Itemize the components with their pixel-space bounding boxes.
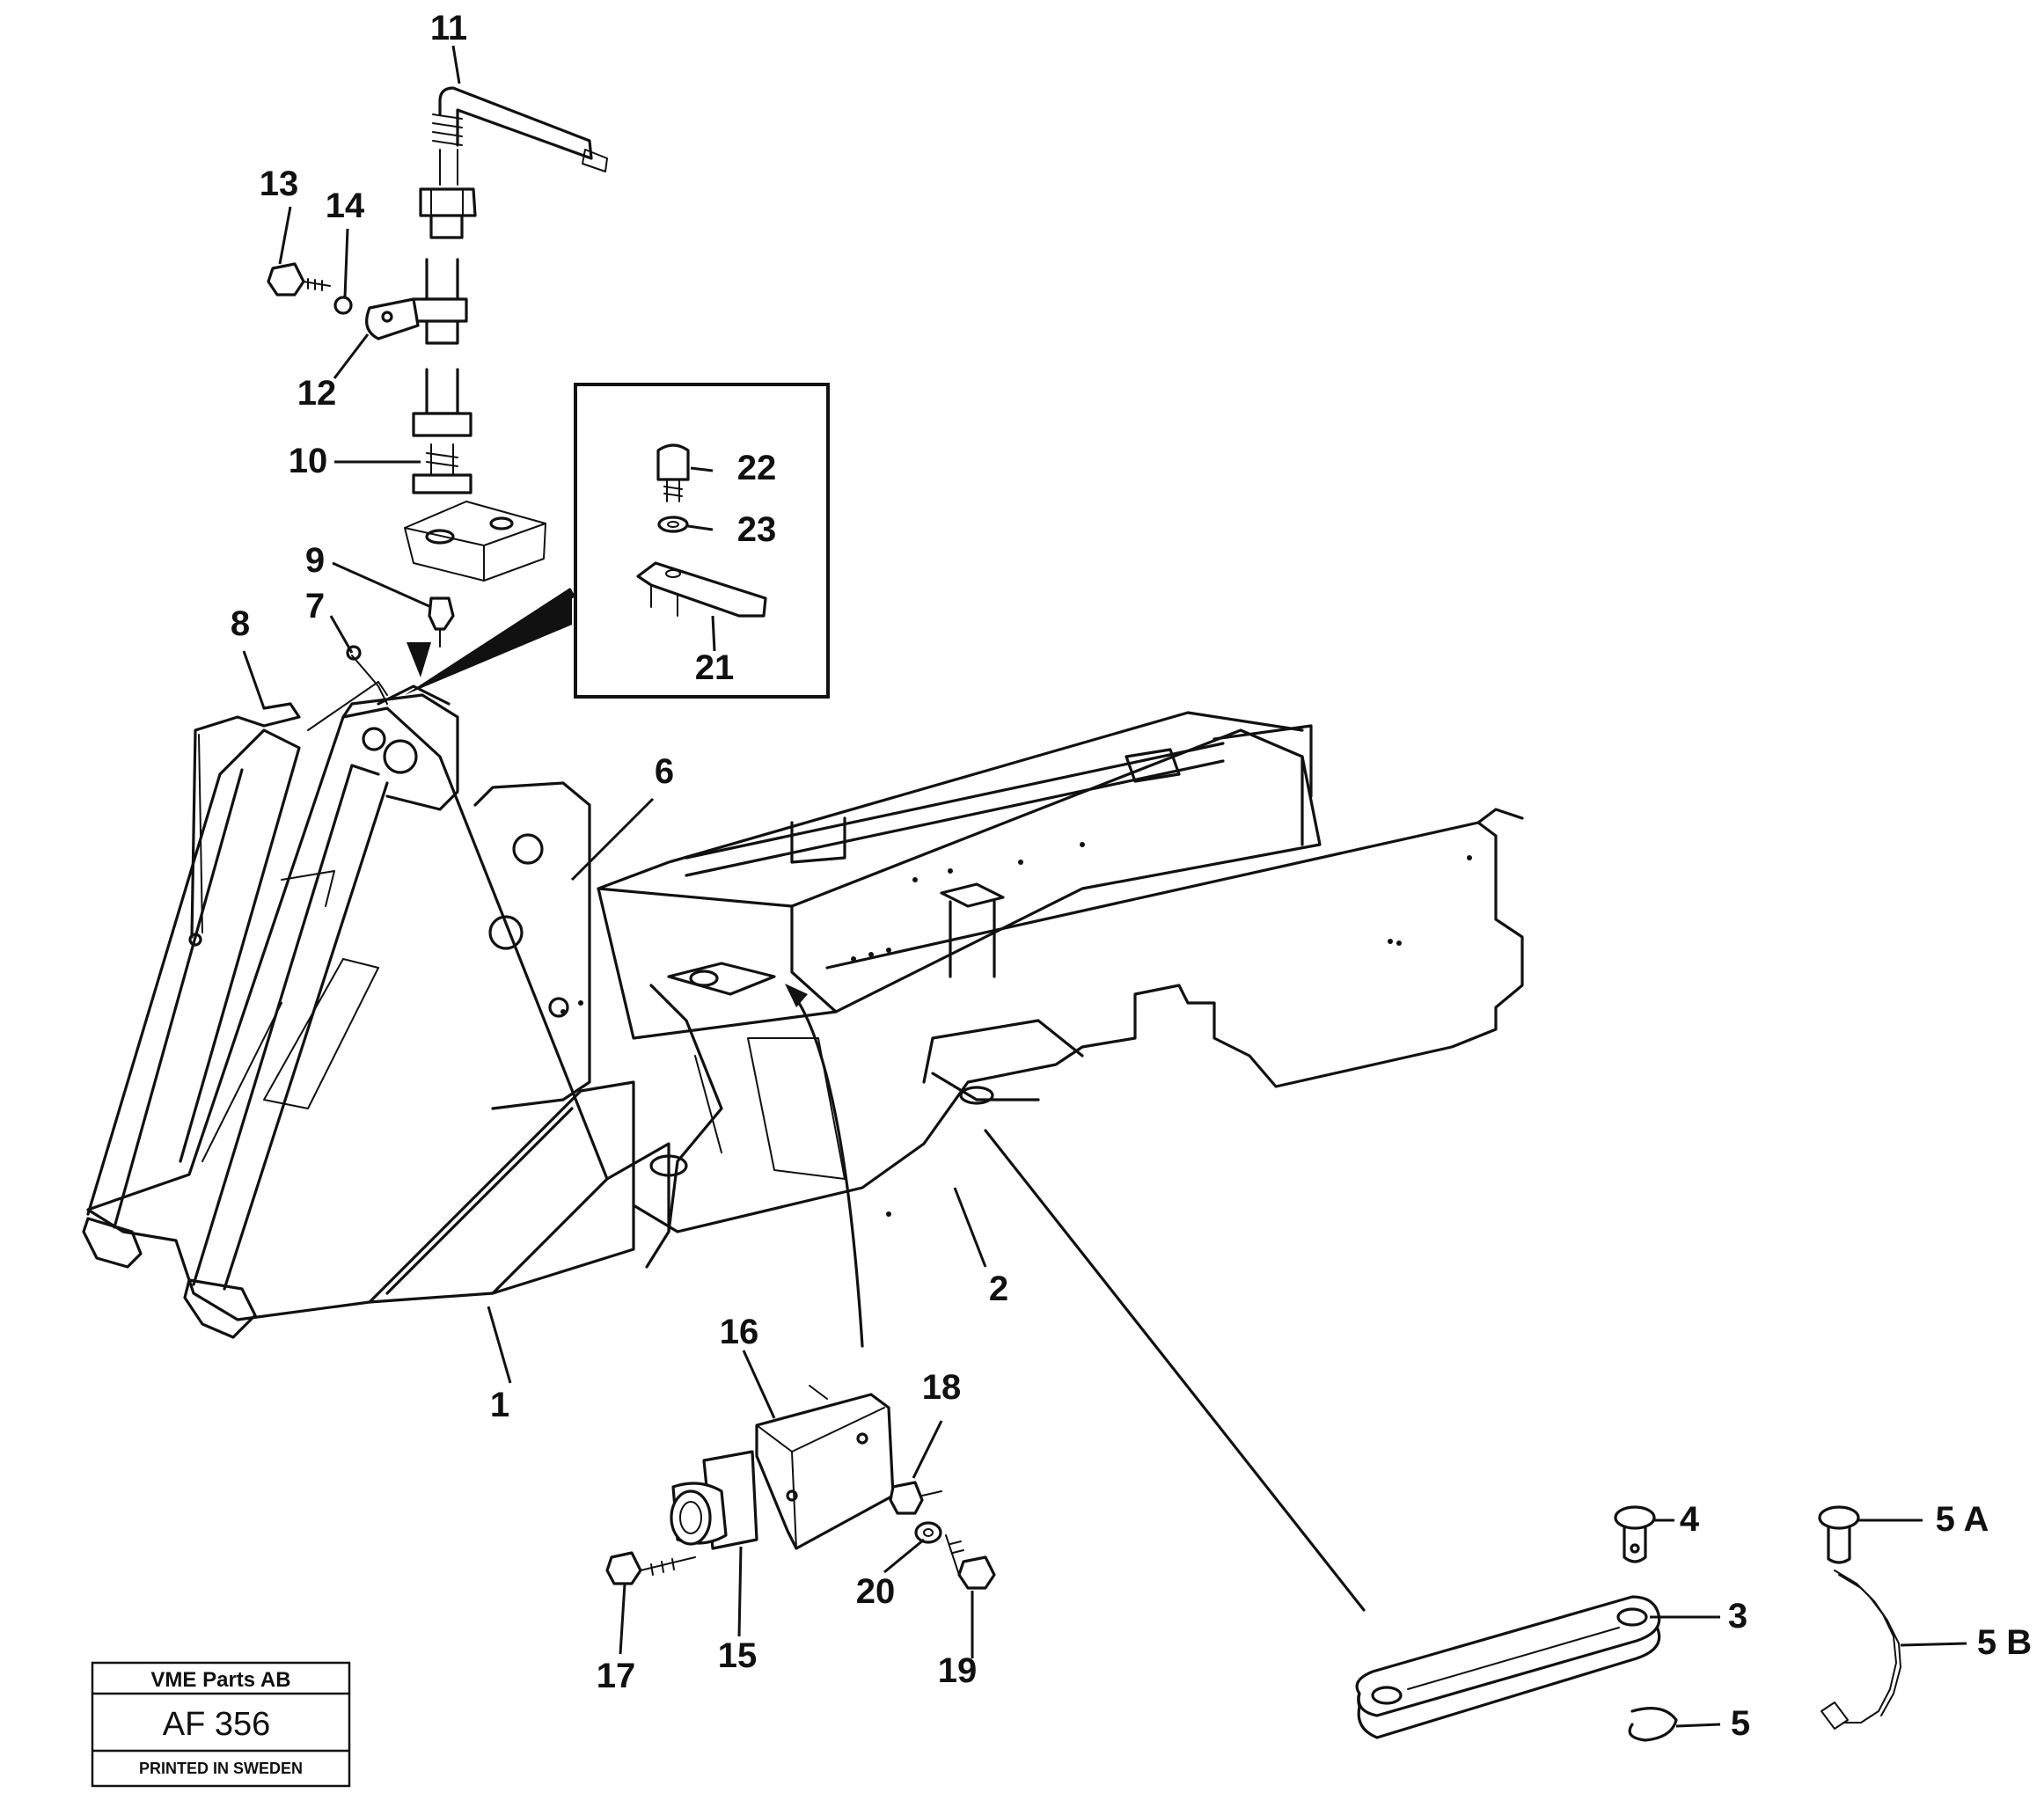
- callout-19: 19: [938, 1651, 978, 1690]
- callout-10: 10: [289, 442, 328, 480]
- front-frame-drawing: [82, 684, 670, 1339]
- callout-16: 16: [720, 1313, 759, 1351]
- callout-9: 9: [305, 541, 325, 580]
- callout-6: 6: [655, 752, 674, 791]
- callout-8: 8: [231, 604, 250, 643]
- callout-labels: 1 2 3 4 5 5 A 5 B 6 7 8 9 10 11 12 13 14…: [231, 9, 2032, 1743]
- callout-18: 18: [922, 1368, 962, 1407]
- callout-1: 1: [490, 1386, 509, 1424]
- horn-assembly-drawing: [605, 984, 996, 1590]
- callout-5b: 5 B: [1977, 1623, 2032, 1662]
- leader-lines: [242, 45, 1967, 1728]
- callout-14: 14: [326, 187, 365, 225]
- callout-13: 13: [260, 165, 299, 203]
- callout-15: 15: [718, 1636, 758, 1675]
- callout-2: 2: [989, 1270, 1008, 1308]
- steering-column-drawing: [267, 86, 608, 677]
- title-block-company: VME Parts AB: [150, 1668, 290, 1692]
- callout-21: 21: [695, 648, 735, 687]
- callout-3: 3: [1728, 1597, 1747, 1636]
- lever-rod-drawing: [188, 645, 388, 947]
- title-block-code: AF 356: [163, 1706, 271, 1743]
- locking-link-drawing: [984, 1129, 1901, 1742]
- callout-5a: 5 A: [1936, 1500, 1989, 1539]
- callout-11: 11: [430, 9, 467, 48]
- callout-12: 12: [297, 374, 337, 413]
- rear-frame-drawing: [560, 711, 1524, 1233]
- title-block: VME Parts AB AF 356 PRINTED IN SWEDEN: [91, 1661, 351, 1788]
- callout-17: 17: [597, 1657, 636, 1695]
- callout-22: 22: [737, 449, 777, 487]
- detail-inset: [405, 383, 830, 699]
- callout-23: 23: [737, 510, 777, 549]
- callout-7: 7: [305, 587, 325, 626]
- callout-4: 4: [1680, 1500, 1700, 1539]
- callout-20: 20: [856, 1572, 896, 1611]
- title-block-footer: PRINTED IN SWEDEN: [139, 1760, 303, 1777]
- callout-5: 5: [1731, 1704, 1750, 1743]
